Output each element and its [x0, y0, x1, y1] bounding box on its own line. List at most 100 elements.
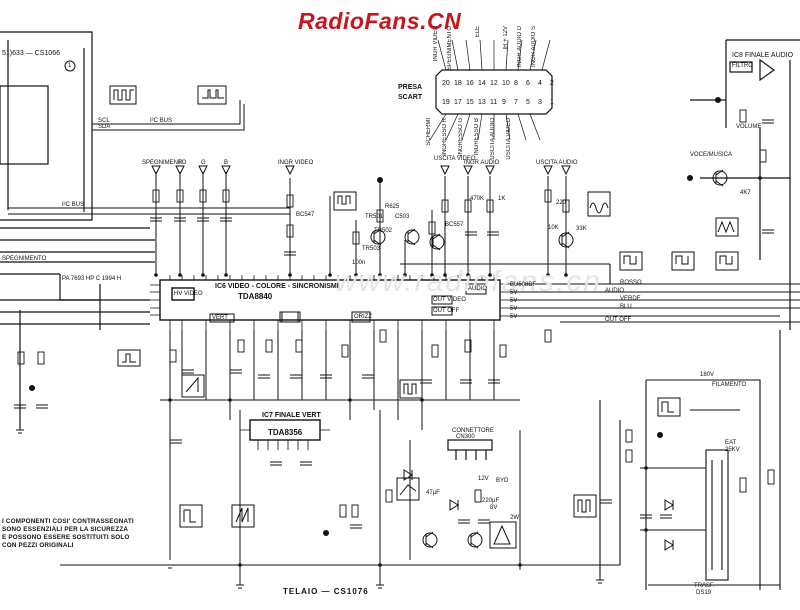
- uscita-video-label: USCITA VIDEO: [434, 156, 476, 162]
- scl-label: SCL: [98, 118, 110, 124]
- component-ref: C503: [395, 214, 410, 220]
- component-ref: 4K7: [740, 190, 751, 196]
- board-ref-left: 51)633 — CS1066: [2, 50, 60, 57]
- scart-pin-number: 17: [454, 99, 462, 106]
- component-ref: 5V: [510, 290, 518, 296]
- trasf-label: TRASF.: [694, 583, 715, 589]
- scart-pin-number: 9: [502, 99, 506, 106]
- note-line-2: SONO ESSENZIALI PER LA SICUREZZA: [2, 526, 129, 533]
- rgb-output-bus: [400, 263, 800, 323]
- out-off-bus-label: OUT OFF: [605, 317, 632, 323]
- spegnimento-label: SPEGNIMENTO: [142, 160, 187, 166]
- connettore-ref: CN300: [456, 434, 475, 440]
- component-ref: 10K: [548, 225, 559, 231]
- ic6-out-box: OUT VIDEO: [433, 297, 466, 303]
- safety-note: I COMPONENTI COSI' CONTRASSEGNATI SONO E…: [2, 518, 182, 550]
- resistors: [17, 109, 775, 518]
- capacitors: [14, 119, 774, 529]
- g-label: G: [201, 160, 206, 166]
- rosso-label: ROSSO: [620, 280, 642, 286]
- component-ref: 5V: [510, 298, 518, 304]
- scart-pin-number: 14: [478, 80, 486, 87]
- ingr-audio-label: INGR AUDIO: [464, 160, 500, 166]
- signal-terminals: [151, 165, 571, 176]
- scart-signal-label: SCHERMI: [426, 118, 432, 146]
- scart-pin-number: 11: [490, 99, 498, 106]
- r-label: R: [178, 160, 183, 166]
- uscita-audio-label: USCITA AUDIO: [536, 160, 578, 166]
- sda-label: SDA: [98, 124, 111, 130]
- component-ref: 12V: [478, 476, 489, 482]
- diodes: [403, 469, 674, 551]
- i2c-bus-left-label: I²C BUS: [62, 202, 85, 208]
- i2c-bus-lines: [8, 100, 290, 215]
- pa-link-label: PA 7693 HP C 1994 H: [62, 276, 122, 282]
- ground-symbols: [16, 429, 604, 589]
- ic7-part: TDA8356: [268, 428, 303, 437]
- ic6-out-off: OUT OFF: [433, 308, 460, 314]
- scart-signal-label: USCITA AUDIO: [490, 118, 496, 160]
- scart-pin-number: 7: [514, 99, 518, 106]
- ic6-audio-box: AUDIO: [468, 286, 488, 292]
- scart-signal-label: INGR VIDEO: [433, 26, 439, 62]
- component-ref: TR502: [374, 228, 393, 234]
- component-ref: 5V: [510, 306, 518, 312]
- ic7-vert-box: VERT: [212, 315, 228, 321]
- eat-voltage: 25KV: [725, 447, 740, 453]
- circle-mark-1: [64, 60, 76, 72]
- scart-pin-number: 12: [490, 80, 498, 87]
- component-ref: 33K: [576, 226, 587, 232]
- blu-label: BLU: [620, 304, 632, 310]
- scart-pin-number: 8: [514, 80, 518, 87]
- note-line-3: E POSSONO ESSERE SOSTITUITI SOLO: [2, 534, 130, 541]
- verde-label: VERDE: [620, 296, 641, 302]
- audio-bus-label: AUDIO: [605, 288, 625, 294]
- rgb-input-lines: [155, 172, 567, 275]
- ic7-pins: [240, 429, 330, 450]
- component-ref: 5V: [510, 314, 518, 320]
- scart-pin-number: 3: [538, 99, 542, 106]
- scart-pin-number: 15: [466, 99, 474, 106]
- junction-dots: [29, 97, 762, 567]
- ghost-watermark: www.radiofans.cn: [335, 265, 603, 298]
- i2c-bus-top-label: I²C BUS: [150, 118, 173, 124]
- scart-pin-number: 1: [550, 99, 554, 106]
- note-line-4: CON PEZZI ORIGINALI: [2, 542, 74, 549]
- scart-signal-label: INGRESSO G: [458, 118, 464, 157]
- circle-mark-label: 1: [68, 63, 72, 69]
- component-ref: TR503: [362, 246, 381, 252]
- ic6-part: TDA8840: [238, 292, 273, 301]
- component-ref: TR501: [365, 214, 384, 220]
- scart-pin-number: 16: [466, 80, 474, 87]
- component-ref: 47µF: [426, 490, 440, 496]
- ingr-video-label: INGR VIDEO: [278, 160, 314, 166]
- scart-pin-number: 18: [454, 80, 462, 87]
- scart-pin-number: 19: [442, 99, 450, 106]
- scart-pin-number: 20: [442, 80, 450, 87]
- scart-signal-label: ELE: [475, 26, 481, 38]
- scart-title-2: SCART: [398, 94, 423, 101]
- b-label: B: [224, 160, 229, 166]
- scart-signal-label: SPEGNIMENTO: [447, 26, 453, 71]
- ic7-orizz: ORIZZ: [354, 314, 372, 320]
- component-ref: BC547: [296, 212, 315, 218]
- scart-pin-number: 10: [502, 80, 510, 87]
- component-ref: R625: [385, 204, 400, 210]
- v180-label: 180V: [700, 372, 715, 378]
- scart-signal-label: INGRESSO R: [442, 118, 448, 156]
- scart-signal-label: IR + 12V: [503, 26, 509, 50]
- scart-pin-number: 4: [538, 80, 542, 87]
- transistors: [370, 169, 728, 549]
- voce-musica-label: VOCE/MUSICA: [690, 152, 733, 158]
- filter-box-label: FILTRO: [732, 63, 753, 69]
- scart-signal-label: INGR AUDIO D: [517, 26, 523, 68]
- note-line-1: I COMPONENTI COSI' CONTRASSEGNATI: [2, 518, 134, 525]
- spegnimento-bus-label: SPEGNIMENTO: [2, 256, 47, 262]
- scart-pin-number: 2: [550, 80, 554, 87]
- ic6-pins: [150, 275, 510, 330]
- trasf-ref: DS19: [696, 590, 712, 596]
- component-ref: 1K: [498, 196, 506, 202]
- scart-pin-number: 13: [478, 99, 486, 106]
- component-ref: BC557: [445, 222, 464, 228]
